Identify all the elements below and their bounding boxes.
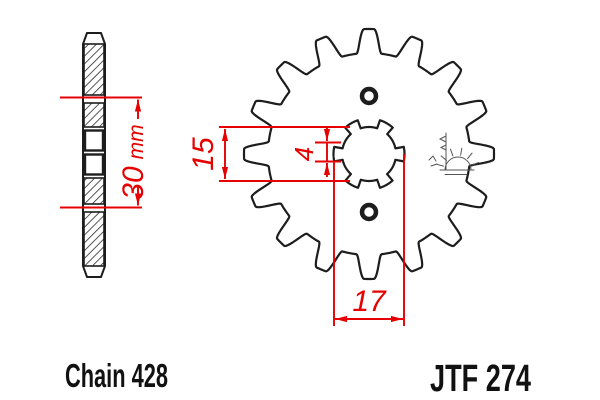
dimension-15: 15 (187, 126, 350, 182)
front-view-sprocket (242, 27, 496, 281)
hub-recess-upper (83, 129, 105, 152)
jt-logo-icon (428, 132, 480, 175)
dimension-30mm-label: 30mm (117, 124, 150, 199)
dimension-17-label: 17 (352, 285, 387, 318)
dimension-17: 17 (333, 154, 405, 326)
dimension-4-label: 4 (289, 147, 319, 161)
hatch-segment (83, 102, 105, 128)
bolt-hole-bottom (359, 202, 379, 222)
dimension-30mm: 30mm (60, 96, 150, 209)
hatch-segment (83, 43, 105, 96)
side-view-section (82, 32, 106, 278)
spline-bore (332, 119, 406, 189)
hub-recess-lower (83, 153, 105, 176)
bolt-hole-top (359, 86, 379, 106)
dimension-15-label: 15 (187, 137, 220, 171)
dimension-4: 4 (289, 127, 341, 177)
chain-standard-label: Chain 428 (65, 357, 168, 394)
hatch-segment (83, 177, 105, 205)
hatch-segment (83, 211, 105, 267)
part-number-label: JTF 274 (430, 358, 531, 400)
